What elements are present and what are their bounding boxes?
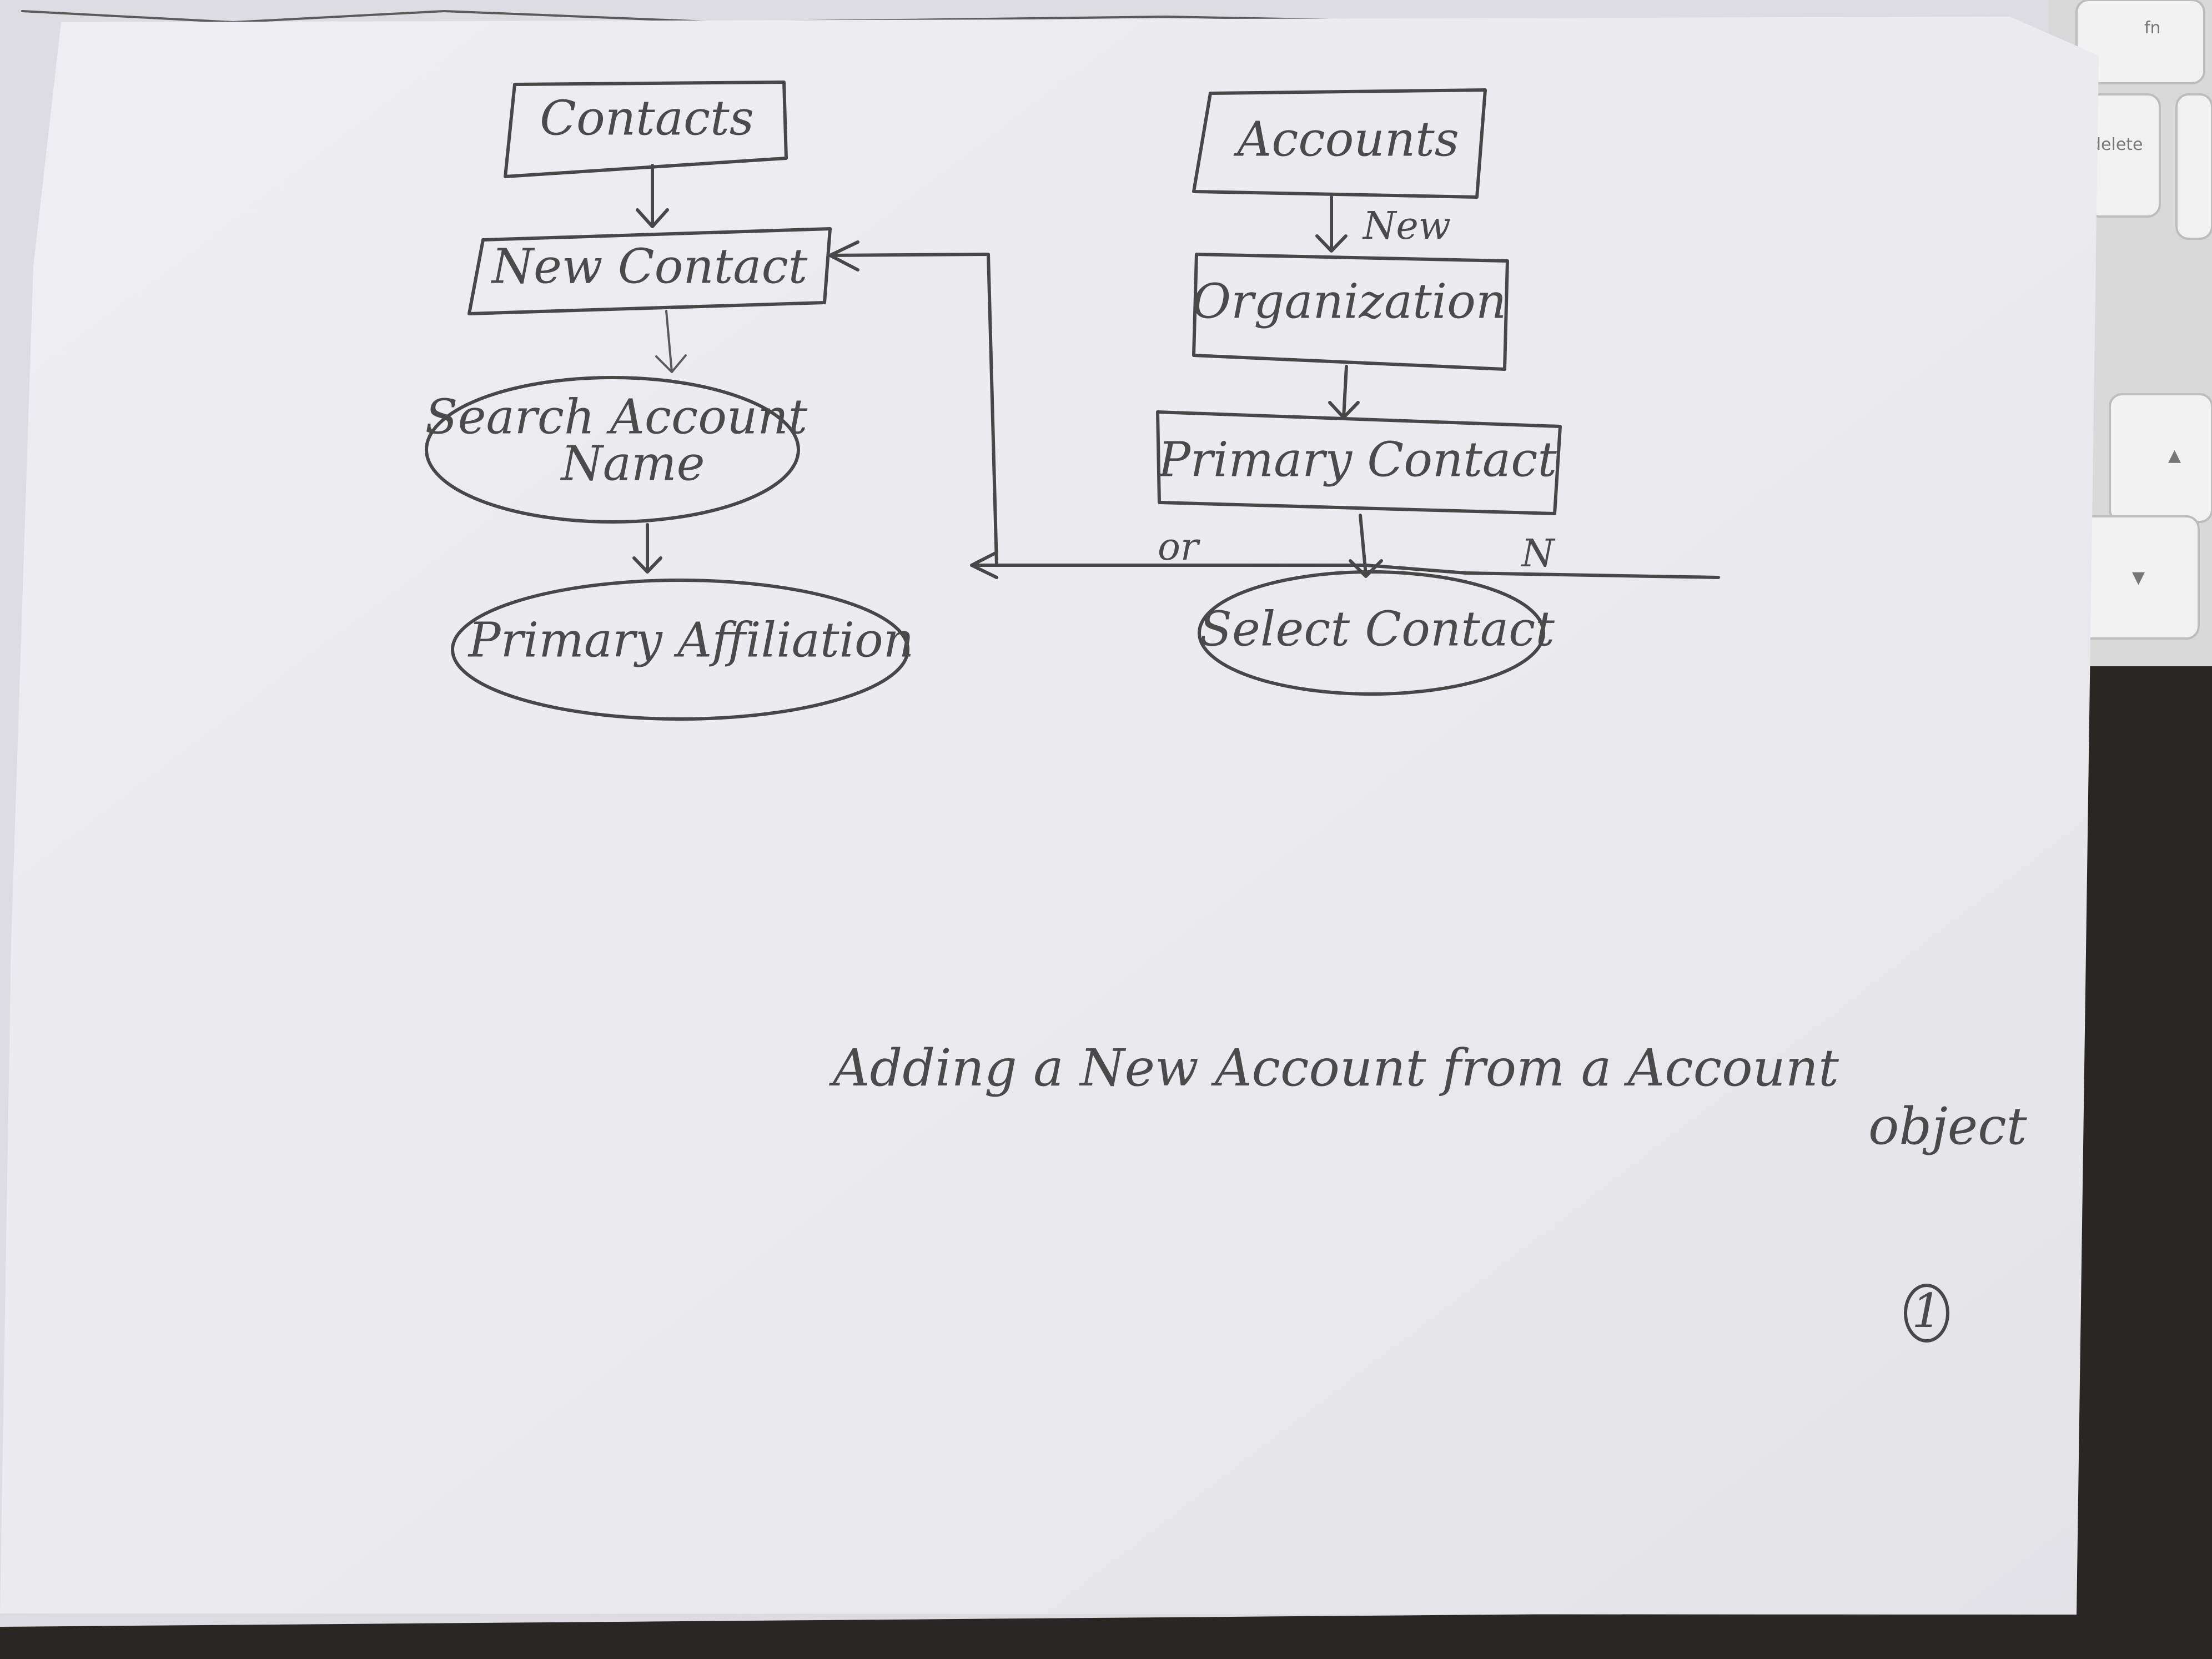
paper-sheet [0,17,2099,1615]
key-blank [2175,93,2212,240]
search-account-name-label-line1: Search Account [425,390,808,445]
key-delete-label: delete [2090,135,2143,154]
key-fn-label: fn [2144,18,2161,38]
arrow-new-contact-to-search-head [655,354,687,373]
arrow-contacts-to-new-contact-head [636,208,669,228]
search-account-name-ellipse [425,376,800,524]
feedback-arrow-head [828,240,859,272]
organization-box [1192,253,1509,371]
search-account-name-label-line2: Name [560,436,705,492]
key-fn [2075,0,2205,84]
primary-contact-label: Primary Contact [1157,433,1557,488]
primary-contact-box [1156,410,1562,515]
caption-line1: Adding a New Account from a Account [828,1038,1839,1098]
edge-label-new: New [1362,204,1451,248]
primary-affiliation-label: Primary Affiliation [467,613,914,668]
page-number-circle [1904,1284,1949,1343]
accounts-label: Accounts [1233,112,1459,168]
new-contact-label: New Contact [491,239,808,295]
accounts-box [1192,88,1487,199]
contacts-box [504,81,788,178]
arrow-up-icon: ▲ [2168,446,2181,465]
arrow-down-icon: ▼ [2132,568,2145,587]
edge-label-or: or [1158,525,1200,569]
key-arrow-up [2109,393,2212,523]
branch-arrow-head [970,551,998,579]
organization-label: Organization [1192,274,1507,330]
new-contact-box [467,227,832,315]
arrow-organization-to-primary-contact [1342,365,1348,419]
feedback-line [828,253,998,567]
page-number: 1 [1912,1284,1941,1338]
select-contact-ellipse [1198,570,1545,696]
arrow-search-to-primary-affiliation-head [632,556,662,574]
arrow-new-contact-to-search [665,310,673,373]
edge-label-n: N [1520,532,1556,576]
arrow-accounts-to-organization-head [1315,234,1348,253]
primary-affiliation-ellipse [451,579,909,721]
caption-line2: object [1868,1097,2028,1156]
contacts-label: Contacts [540,91,754,147]
select-contact-label: Select Contact [1199,602,1555,657]
key-delete [2087,93,2161,218]
branch-line [970,564,1720,579]
